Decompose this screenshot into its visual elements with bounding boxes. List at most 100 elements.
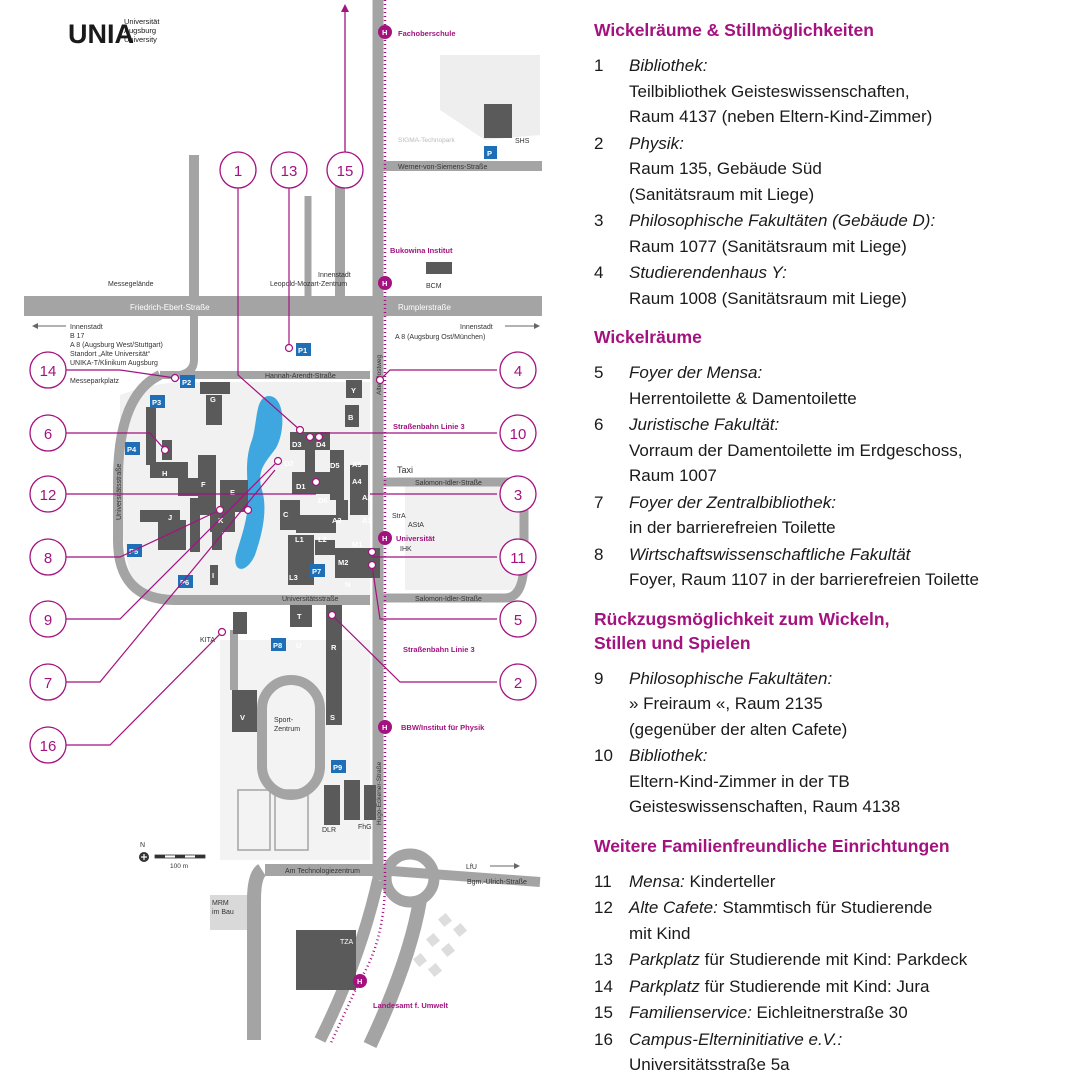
building-r-label: R [331,643,337,652]
building-d4-label: D4 [316,440,326,449]
marker-11: 11 [499,538,537,576]
label-messeparkplatz: Messeparkplatz [70,378,120,385]
legend-item-title: Bibliothek: [629,746,708,765]
legend-item-number: 11 [594,871,612,891]
label-leopold-mozart: Leopold-Mozart-Zentrum [270,281,347,288]
marker-lines [64,188,497,746]
parking-p8: P8 [273,641,282,650]
logo-line-3: University [124,35,157,44]
svg-text:16: 16 [40,738,57,755]
legend-item-number: 1 [594,56,604,75]
legend-item-number: 6 [594,415,604,434]
parking-p5: P5 [129,547,138,556]
numbered-markers: 1 13 15 14 4 6 10 12 3 8 11 9 5 7 2 16 [29,151,537,764]
building-h-label: H [162,469,167,478]
legend-item: 12 Alte Cafete: Stammtisch für Studierend… [594,895,1064,946]
legend-item-line: Herrentoilette & Damentoilette [629,388,857,408]
legend-item: 13 Parkplatz für Studierende mit Kind: Pa… [594,947,1064,973]
legend-item-line: mit Kind [629,923,691,943]
legend-item-number: 12 [594,898,613,917]
legend-item-number: 2 [594,133,604,153]
legend-item-text: Juristische Fakultät:Vorraum der Damento… [629,412,1064,489]
legend-item-title: Philosophische Fakultäten: [629,668,833,688]
legend-item-text: Parkplatz für Studierende mit Kind: Jura [629,974,1064,1000]
place-dlr: DLR [322,827,336,834]
legend-item-line: Raum 4137 (neben Eltern-Kind-Zimmer) [629,107,933,126]
svg-text:H: H [382,279,387,288]
street-alter-postweg: Alter Postweg [376,355,383,395]
place-sport-1: Sport- [274,717,294,724]
label-messegelaende: Messegelände [108,281,154,288]
legend-item: 6 Juristische Fakultät:Vorraum der Dament… [594,412,1064,489]
svg-text:3: 3 [514,487,522,504]
parking-p4: P4 [127,445,137,454]
legend-item-text: Philosophische Fakultäten:» Freiraum «, … [629,666,1064,743]
label-lfu: LfU [466,864,477,871]
legend-item-title: Alte Cafete: [629,898,718,917]
legend-item-title: Parkplatz [629,950,700,969]
building-a1-label: A1 [362,516,372,525]
legend-item-text: Parkplatz für Studierende mit Kind: Park… [629,947,1064,973]
building-l3-label: L3 [289,573,298,582]
legend-item-line: Eltern-Kind-Zimmer in der TB [629,771,850,791]
legend-item-number: 9 [594,668,604,688]
legend-item-title: Physik: [629,133,684,153]
street-bgm-ulrich: Bgm.-Ulrich-Straße [467,879,527,886]
building-y-label: Y [351,386,356,395]
building-n-label: N [345,580,350,589]
place-ihk: IHK [400,546,412,553]
building-l1-label: L1 [295,535,304,544]
svg-text:14: 14 [40,363,57,380]
street-universitaetsstrasse: Universitätsstraße [282,596,339,603]
north-and-scale: N 100 m [139,842,206,870]
legend-item-line: Raum 135, Gebäude Süd [629,159,822,178]
svg-text:8: 8 [44,550,52,567]
direction-left-4: Standort „Alte Universität“ [70,351,151,358]
place-sigma-technopark: SIGMA-Technopark [398,137,455,144]
building-v-label: V [240,713,245,722]
legend-item-title: Campus-Elterninitiative e.V.: [629,1029,843,1049]
svg-text:H: H [382,723,387,732]
legend-item-title: Familienservice: [629,1003,752,1022]
legend-item-number: 13 [594,950,613,969]
direction-left-2: B 17 [70,333,85,340]
svg-text:13: 13 [281,163,298,180]
legend-item-line: Universitätsstraße 5a [629,1055,790,1074]
campus-map: UNIA Universität Augsburg University [24,0,542,1048]
building-d6-label: D6 [318,496,328,505]
building-a4-label: A4 [352,477,362,486]
place-labels: SHS BCM KITA Sport- Zentrum DLR FhG MRM … [200,138,530,946]
legend-section-title: Rückzugsmöglichkeit zum Wickeln,Stillen … [594,608,890,653]
parking-p1: P1 [298,346,307,355]
parking-p3: P3 [152,398,161,407]
parking-p9: P9 [333,763,342,772]
place-shs: SHS [515,138,530,145]
street-salomon-idler: Salomon-Idler-Straße [415,480,482,487]
legend-item-title: Philosophische Fakultäten (Gebäude D): [629,211,936,230]
tram-label-2: Straßenbahn Linie 3 [403,645,475,654]
marker-9: 9 [29,600,67,638]
legend-item-text: Studierendenhaus Y:Raum 1008 (Sanitätsra… [629,260,1064,311]
legend-item-line: Raum 1077 (Sanitätsraum mit Liege) [629,236,907,256]
direction-left-5: UNIKA-T/Klinikum Augsburg [70,360,158,367]
building-t-label: T [297,612,302,621]
building-u-label: U [296,641,301,650]
tram-label-1: Straßenbahn Linie 3 [393,422,465,431]
legend-item-text: Mensa: Kinderteller [629,869,1064,895]
building-d5-label: D5 [330,461,340,470]
building-m2-label: M2 [338,558,348,567]
building-k-label: K [218,516,224,525]
sport-track [237,675,325,851]
lake [235,395,283,569]
legend-item-number: 16 [594,1029,613,1049]
legend-item-rest: für Studierende mit Kind: Parkdeck [699,950,968,969]
